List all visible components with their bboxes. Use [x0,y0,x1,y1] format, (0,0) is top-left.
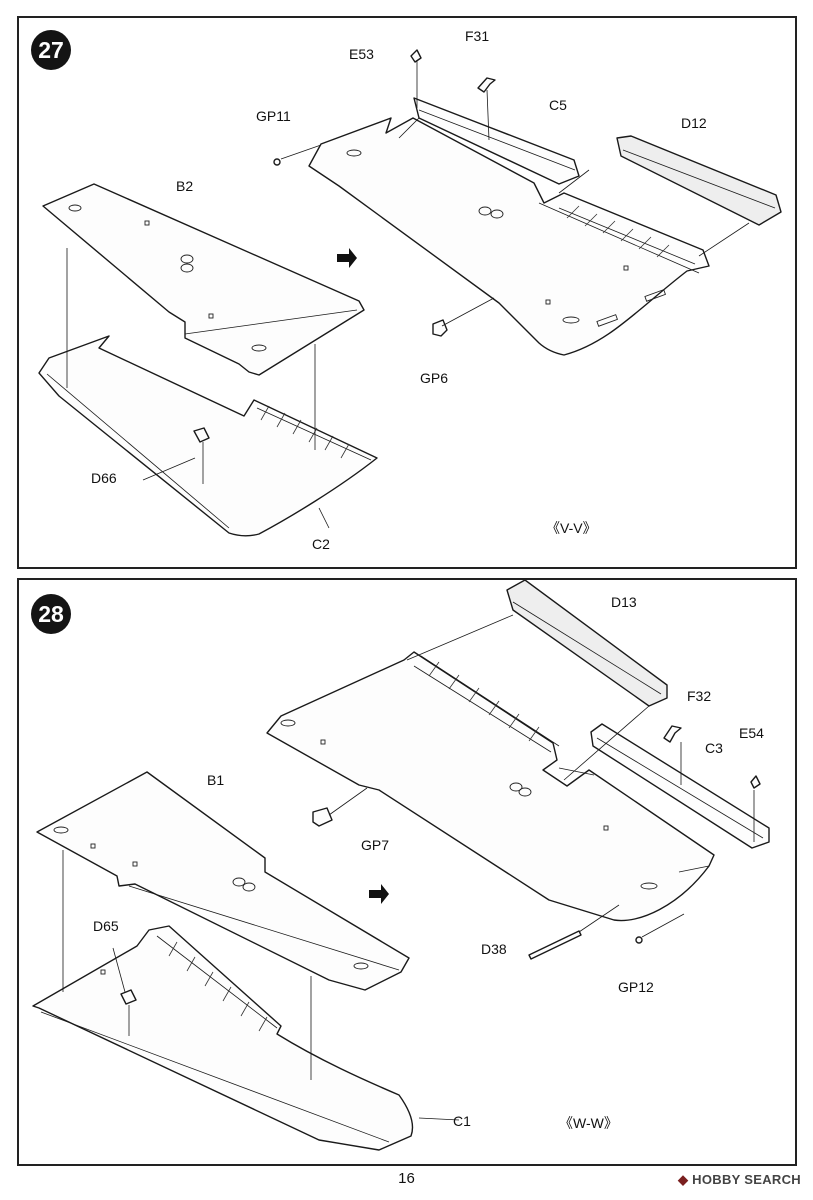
label-d12: D12 [681,115,707,131]
page-number: 16 [398,1170,415,1187]
part-d66-icon [193,427,210,443]
label-e53: E53 [349,46,374,62]
part-e53-icon [410,49,422,63]
step-number-27: 27 [31,30,71,70]
part-d38-icon [528,930,582,960]
label-c3: C3 [705,740,723,756]
step-27-diagram: E53 F31 GP11 C5 D12 B2 GP6 D66 C2 《V-V》 [38,28,782,552]
watermark: ◆ HOBBY SEARCH [678,1172,801,1188]
step-27-panel: 27 [17,16,797,569]
label-gp7: GP7 [361,837,389,853]
upper-wing-left-b1-part [36,771,410,991]
label-d65: D65 [93,918,119,934]
lower-wing-left-c1-part [32,925,414,1151]
part-f31-icon [477,77,496,93]
direction-arrow-icon [337,248,357,268]
part-f32-icon [663,725,682,743]
label-d38: D38 [481,941,507,957]
label-f31: F31 [465,28,489,44]
step-28-panel: 28 [17,578,797,1166]
label-d13: D13 [611,594,637,610]
label-f32: F32 [687,688,711,704]
label-gp12: GP12 [618,979,654,995]
direction-arrow-icon [369,884,389,904]
view-label-v-v: 《V-V》 [546,520,597,536]
hobby-search-logo-icon: ◆ [677,1172,689,1187]
label-c1: C1 [453,1113,471,1129]
step-number-28: 28 [31,594,71,634]
part-gp7-icon [312,807,333,827]
flap-d12-part [616,135,782,226]
label-b1: B1 [207,772,224,788]
label-gp6: GP6 [420,370,448,386]
upper-wing-right-part [308,117,710,356]
flap-d13-part [506,580,668,707]
upper-wing-left-b2-part [42,183,365,376]
part-e54-icon [750,775,761,789]
part-gp12-icon [635,936,643,944]
view-label-w-w: 《W-W》 [559,1115,618,1131]
label-d66: D66 [91,470,117,486]
label-b2: B2 [176,178,193,194]
aileron-c5-part [413,97,580,185]
watermark-text: HOBBY SEARCH [692,1172,801,1187]
aileron-c3-part [590,723,770,849]
lower-wing-left-c2-part [38,335,378,537]
step-28-diagram: D13 F32 E54 C3 B1 GP7 D65 D38 GP12 C1 《W… [32,580,770,1151]
label-gp11: GP11 [256,108,291,124]
label-c5: C5 [549,97,567,113]
upper-wing-right-part [266,651,715,922]
label-e54: E54 [739,725,764,741]
label-c2: C2 [312,536,330,552]
part-gp11-icon [273,158,281,166]
part-d65-icon [120,989,137,1005]
part-gp6-icon [432,319,448,337]
